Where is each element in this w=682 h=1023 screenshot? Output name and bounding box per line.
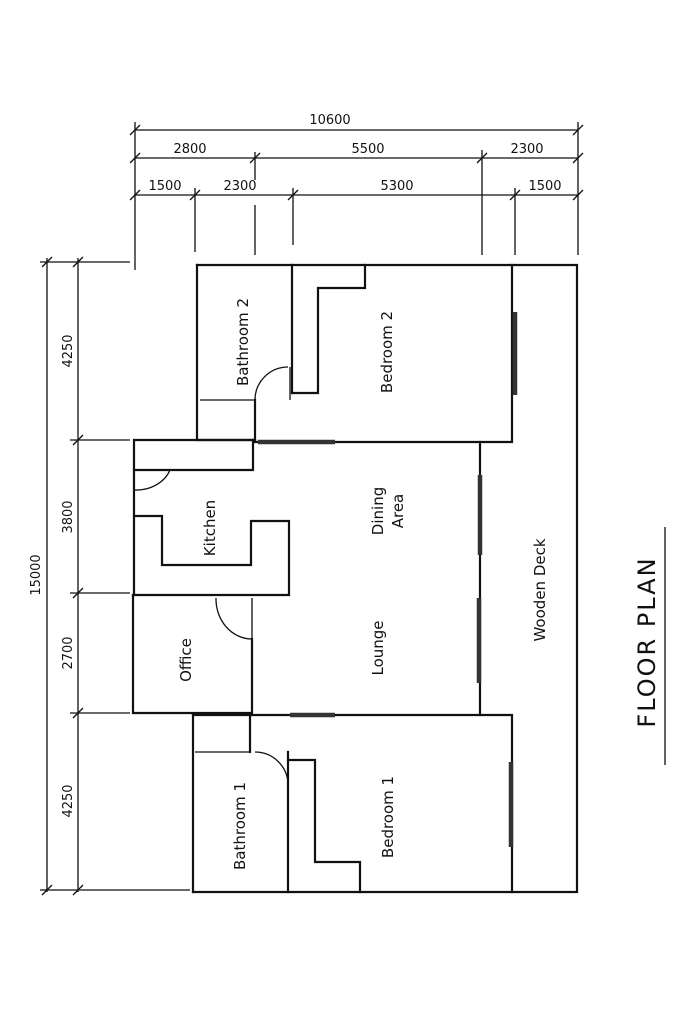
width-label: 1500 <box>148 179 181 194</box>
width-label: 1500 <box>528 179 561 194</box>
width-label: 2800 <box>173 142 206 157</box>
width-dimensions: 10600 2800 5500 2300 1500 2300 5300 1500 <box>129 113 584 270</box>
length-label: 4250 <box>61 784 76 817</box>
office-door-icon <box>215 597 253 640</box>
room-label-wooden-deck: Wooden Deck <box>531 538 549 641</box>
room-label-dining: Dining <box>369 487 387 535</box>
room-label-lounge: Lounge <box>369 620 387 675</box>
room-label-area: Area <box>389 494 407 529</box>
room-label-kitchen: Kitchen <box>201 500 219 556</box>
drawing-title: FLOOR PLAN <box>633 556 661 727</box>
room-label-bedroom1: Bedroom 1 <box>379 776 397 858</box>
windows <box>476 312 518 847</box>
room-label-bedroom2: Bedroom 2 <box>378 311 396 393</box>
room-label-bathroom2: Bathroom 2 <box>234 298 252 386</box>
width-label: 5300 <box>380 179 413 194</box>
width-label: 2300 <box>223 179 256 194</box>
length-label: 2700 <box>61 636 76 669</box>
overall-length-label: 15000 <box>29 554 44 595</box>
width-label: 2300 <box>510 142 543 157</box>
width-label: 5500 <box>351 142 384 157</box>
bathroom1-door-icon <box>254 751 289 786</box>
doors <box>133 366 335 786</box>
room-labels: Bathroom 2 Bedroom 2 Kitchen Dining Area… <box>177 298 549 870</box>
overall-width-label: 10600 <box>309 113 350 128</box>
length-dimensions: 15000 4250 3800 2700 4250 <box>29 256 190 896</box>
length-label: 4250 <box>61 334 76 367</box>
bathroom2-door-icon <box>254 366 289 401</box>
room-label-office: Office <box>177 638 195 682</box>
room-label-bathroom1: Bathroom 1 <box>231 782 249 870</box>
length-label: 3800 <box>61 500 76 533</box>
walls <box>131 263 579 894</box>
kitchen-door-icon <box>133 469 171 491</box>
